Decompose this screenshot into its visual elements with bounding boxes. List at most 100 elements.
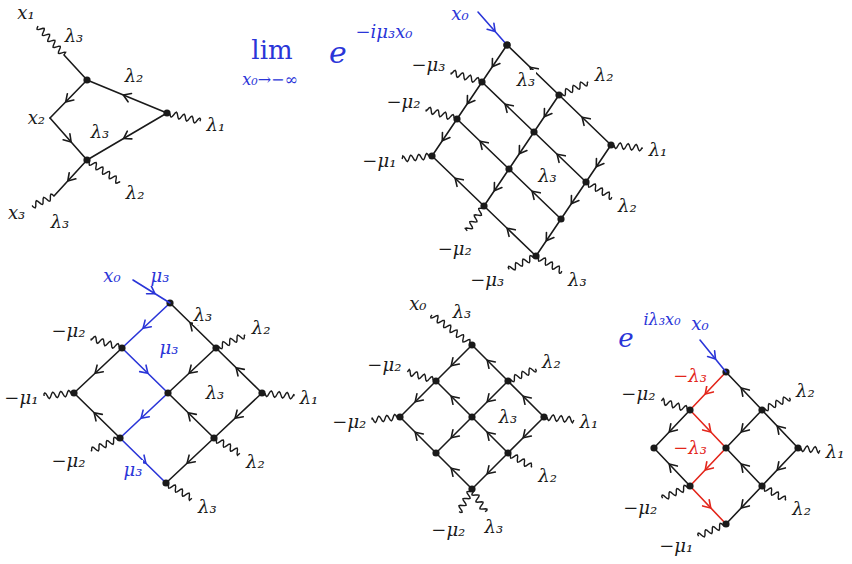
propagator-line	[54, 160, 87, 196]
wavy-leg	[765, 397, 791, 411]
wavy-leg	[508, 256, 533, 270]
arrow-head	[532, 191, 540, 199]
arrow-head	[557, 154, 565, 162]
wavy-leg	[44, 391, 71, 399]
propagator-line	[478, 12, 507, 45]
vertex-dot	[83, 156, 90, 163]
vertex-dot	[758, 406, 765, 413]
arrow-head	[571, 195, 579, 203]
arrow-head	[544, 108, 552, 116]
arrow-head	[777, 462, 785, 470]
wavy-leg	[32, 194, 54, 208]
wavy-leg	[168, 485, 191, 501]
arrow-head	[505, 104, 513, 112]
propagator-line	[120, 438, 166, 483]
math-label: λ₃	[567, 270, 588, 290]
math-label: −μ₂	[331, 412, 367, 432]
propagator-line	[534, 95, 559, 132]
arrow-head	[123, 93, 131, 101]
propagator-line	[400, 381, 436, 417]
arrow-head	[187, 455, 195, 463]
arrow-head	[487, 394, 495, 402]
wavy-leg	[89, 162, 120, 184]
vertex-dot	[505, 165, 512, 172]
propagator-line	[436, 453, 472, 489]
wavy-leg	[91, 437, 118, 451]
propagator-line	[436, 417, 472, 453]
math-label: −λ₃	[672, 438, 708, 458]
arrow-head	[415, 394, 423, 402]
math-label: λ₃	[193, 305, 214, 325]
arrow-head	[705, 462, 713, 470]
arrow-head	[451, 468, 459, 476]
arrow-head	[442, 132, 450, 140]
math-label: λ₁	[206, 115, 227, 135]
propagator-line	[436, 345, 472, 381]
vertex-dot	[504, 377, 511, 384]
arrow-head	[451, 358, 459, 366]
propagator-line	[457, 82, 482, 119]
math-label: −μ₂	[385, 92, 421, 112]
propagator-line	[762, 448, 798, 486]
arrow-head	[124, 131, 132, 139]
math-label: x₃	[7, 203, 26, 223]
propagator-line	[432, 119, 457, 156]
math-label: −μ₃	[410, 55, 446, 75]
math-label: λ₂	[795, 381, 816, 401]
arrow-head	[494, 182, 502, 190]
math-label: λ₃	[50, 212, 71, 232]
propagator-line	[586, 145, 611, 182]
math-label: λ₂	[791, 499, 812, 519]
math-label: −λ₃	[672, 366, 708, 386]
vertex-dot	[503, 41, 510, 48]
wavy-leg	[661, 398, 687, 410]
arrow-head	[669, 464, 677, 472]
vertex-dot	[164, 389, 171, 396]
propagator-line	[472, 453, 508, 489]
wavy-leg	[265, 391, 294, 399]
arrow-head	[741, 500, 749, 508]
math-label: μ₃	[150, 266, 171, 286]
math-label: λ₁	[648, 140, 669, 160]
arrow-head	[487, 466, 495, 474]
arrow-head	[95, 365, 103, 373]
vertex-dot	[432, 449, 439, 456]
vertex-dot	[503, 41, 510, 48]
math-label: −μ₁	[3, 388, 39, 408]
propagator-line	[432, 156, 484, 206]
propagator-line	[559, 95, 611, 145]
vertex-dot	[555, 91, 562, 98]
arrow-head	[777, 426, 785, 434]
math-label: −μ₂	[366, 355, 402, 375]
arrow-head	[189, 365, 197, 373]
propagator-line	[726, 448, 762, 486]
math-label: iλ₃x₀	[642, 311, 681, 329]
math-label: λ₃	[452, 302, 473, 322]
wavy-leg	[510, 455, 532, 468]
vertex-dot	[540, 413, 547, 420]
math-label: λ₁	[825, 442, 846, 462]
math-label: λ₂	[537, 466, 558, 486]
arrow-head	[596, 158, 604, 166]
arrow-head	[582, 117, 590, 125]
arrow-head	[455, 178, 463, 186]
vertex-dot	[468, 413, 475, 420]
math-label: λ₃	[537, 166, 558, 186]
propagator-line	[436, 381, 472, 417]
math-label: x₀→−∞	[241, 71, 299, 89]
arrow-head	[703, 500, 711, 508]
vertex-dot	[722, 520, 729, 527]
math-label: λ₂	[251, 318, 272, 338]
arrow-head	[451, 430, 459, 438]
arrow-head	[703, 424, 711, 432]
math-label: μ₃	[123, 460, 144, 480]
vertex-dot	[557, 215, 564, 222]
arrow-head	[708, 351, 716, 359]
math-label: λ₃	[205, 383, 226, 403]
wavy-leg	[801, 446, 820, 453]
arrow-head	[415, 432, 423, 440]
arrow-head	[236, 368, 244, 376]
arrow-head	[741, 388, 749, 396]
wavy-leg	[538, 258, 561, 274]
wavy-leg	[614, 143, 643, 151]
